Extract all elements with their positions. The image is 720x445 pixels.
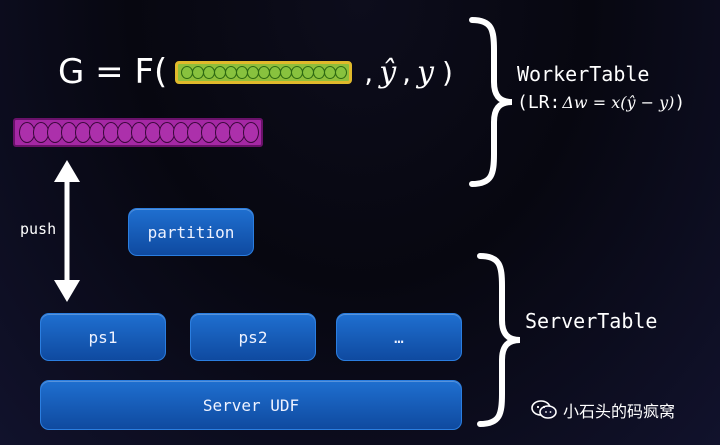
formula-separator-2: , bbox=[402, 55, 412, 89]
learning-rule-prefix: (LR: bbox=[517, 92, 561, 113]
learning-rule: (LR: Δw = x(ŷ − y) ) bbox=[517, 92, 685, 113]
formula-close: ) bbox=[442, 55, 453, 89]
watermark-text: 小石头的码疯窝 bbox=[563, 402, 676, 421]
push-label: push bbox=[20, 220, 57, 238]
formula-separator: , bbox=[364, 55, 374, 89]
purple-vector bbox=[13, 118, 263, 147]
formula: G = F( , ŷ , y ) bbox=[58, 50, 459, 94]
server-ps2: ps2 bbox=[190, 313, 316, 361]
server-table-label: ServerTable bbox=[525, 309, 658, 333]
server-ps1: ps1 bbox=[40, 313, 166, 361]
worker-table-label: WorkerTable bbox=[517, 62, 650, 86]
formula-y: y bbox=[417, 54, 434, 90]
server-table-brace bbox=[477, 253, 521, 427]
green-vector bbox=[175, 60, 353, 84]
partition-box: partition bbox=[128, 208, 254, 256]
push-arrow bbox=[54, 160, 80, 302]
worker-table-brace bbox=[469, 17, 513, 187]
server-more: … bbox=[336, 313, 462, 361]
wechat-icon bbox=[531, 400, 557, 419]
learning-rule-suffix: ) bbox=[674, 92, 686, 113]
formula-lhs: G = F( bbox=[58, 52, 168, 92]
server-udf-box: Server UDF bbox=[40, 380, 462, 430]
watermark: 小石头的码疯窝 bbox=[531, 398, 675, 422]
learning-rule-expr: Δw = x(ŷ − y) bbox=[562, 93, 675, 112]
formula-y-hat: ŷ bbox=[379, 54, 397, 90]
